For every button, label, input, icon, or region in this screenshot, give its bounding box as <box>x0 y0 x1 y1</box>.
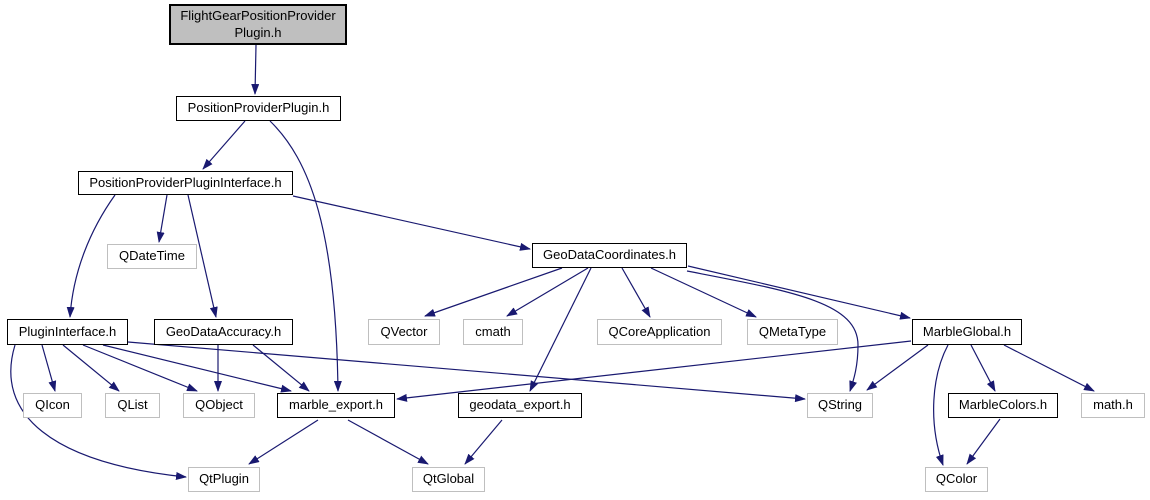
edge-marble-global-h-to-math-h <box>1003 344 1095 392</box>
node-marble-global-h[interactable]: MarbleGlobal.h <box>912 319 1022 345</box>
edge-geodata-coordinates-h-to-geodata-export-h <box>529 267 592 392</box>
edge-marble-global-h-to-marble-colors-h <box>970 344 996 392</box>
edge-group <box>10 44 1095 480</box>
node-qtplugin: QtPlugin <box>188 467 260 492</box>
node-qmetatype: QMetaType <box>747 319 838 345</box>
edge-plugin-interface-h-to-marble-export-h <box>102 344 292 393</box>
edge-plugin-interface-h-to-qicon <box>41 344 57 392</box>
edge-geodata-coordinates-h-to-qcoreapplication <box>621 267 651 318</box>
node-flightgear-position-provider-plugin-h: FlightGearPositionProvider Plugin.h <box>169 4 347 45</box>
edge-plugin-interface-h-to-qobject <box>82 344 198 392</box>
edge-plugin-interface-h-to-qlist <box>62 344 120 392</box>
node-geodata-accuracy-h[interactable]: GeoDataAccuracy.h <box>154 319 293 345</box>
node-geodata-export-h[interactable]: geodata_export.h <box>458 393 582 418</box>
edge-geodata-coordinates-h-to-qvector <box>424 267 563 317</box>
node-qstring: QString <box>807 393 873 418</box>
node-qtglobal: QtGlobal <box>412 467 485 492</box>
edge-position-provider-plugin-interface-h-to-qdatetime <box>156 194 168 243</box>
node-qicon: QIcon <box>23 393 82 418</box>
node-plugin-interface-h[interactable]: PluginInterface.h <box>7 319 128 345</box>
edge-position-provider-plugin-interface-h-to-geodata-accuracy-h <box>187 194 218 318</box>
edge-geodata-coordinates-h-to-cmath <box>506 267 589 317</box>
edge-marble-global-h-to-qcolor <box>933 344 949 466</box>
node-marble-export-h[interactable]: marble_export.h <box>277 393 395 418</box>
edge-marble-export-h-to-qtglobal <box>347 419 429 465</box>
node-qvector: QVector <box>368 319 440 345</box>
edge-geodata-accuracy-h-to-marble-export-h <box>252 344 310 392</box>
edge-marble-global-h-to-marble-export-h <box>396 340 912 402</box>
edge-geodata-coordinates-h-to-qmetatype <box>650 267 757 318</box>
node-qcoreapplication: QCoreApplication <box>597 319 722 345</box>
edge-position-provider-plugin-interface-h-to-geodata-coordinates-h <box>292 195 531 251</box>
edge-geodata-export-h-to-qtglobal <box>464 419 503 465</box>
edge-plugin-interface-h-to-qstring <box>127 341 806 403</box>
node-cmath: cmath <box>463 319 523 345</box>
node-geodata-coordinates-h[interactable]: GeoDataCoordinates.h <box>532 243 687 268</box>
edge-position-provider-plugin-h-to-position-provider-plugin-interface-h <box>202 120 246 170</box>
edge-marble-export-h-to-qtplugin <box>248 419 319 465</box>
edge-flightgear-position-provider-plugin-h-to-position-provider-plugin-h <box>251 44 260 95</box>
node-qlist: QList <box>105 393 160 418</box>
node-marble-colors-h[interactable]: MarbleColors.h <box>948 393 1058 418</box>
edge-position-provider-plugin-h-to-marble-export-h <box>269 120 342 392</box>
node-qcolor: QColor <box>925 467 988 492</box>
node-position-provider-plugin-h[interactable]: PositionProviderPlugin.h <box>176 96 341 121</box>
node-math-h: math.h <box>1081 393 1145 418</box>
node-qdatetime: QDateTime <box>107 244 197 269</box>
edge-marble-global-h-to-qstring <box>866 344 929 391</box>
edge-geodata-coordinates-h-to-marble-global-h <box>687 265 911 320</box>
node-qobject: QObject <box>183 393 255 418</box>
edge-geodata-coordinates-h-to-qstring <box>686 270 859 392</box>
edge-position-provider-plugin-interface-h-to-plugin-interface-h <box>66 194 116 318</box>
edge-marble-colors-h-to-qcolor <box>966 418 1001 465</box>
node-position-provider-plugin-interface-h[interactable]: PositionProviderPluginInterface.h <box>78 171 293 195</box>
edge-plugin-interface-h-to-qtplugin <box>10 344 187 480</box>
